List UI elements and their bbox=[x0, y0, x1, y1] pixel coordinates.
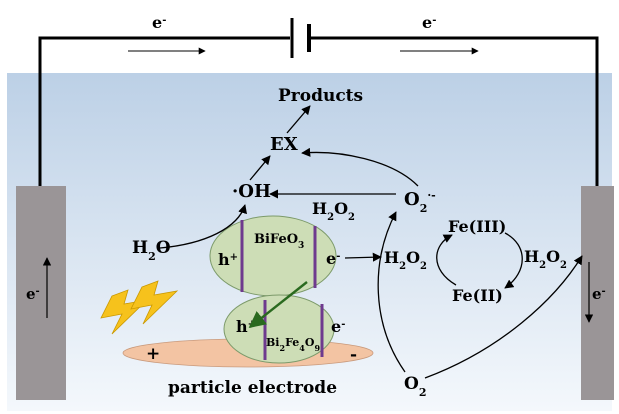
hydroxyl-radical: ·OH bbox=[232, 181, 271, 202]
h2o-to-oh-arrow bbox=[159, 204, 247, 249]
circuit-wire-right bbox=[311, 36, 599, 186]
bifeo3-label: BiFeO3 bbox=[254, 232, 304, 251]
circuit-electron-left: e- bbox=[152, 13, 166, 32]
o2-to-electrode-arrow bbox=[424, 255, 583, 379]
fe3-label: Fe(III) bbox=[448, 217, 506, 236]
electron-transfer-arrow bbox=[248, 281, 308, 329]
right-electrode bbox=[581, 186, 614, 400]
h2o2-right: H2O2 bbox=[524, 247, 567, 271]
lightning-bolt-icon bbox=[100, 289, 149, 335]
oh-to-ex-arrow bbox=[249, 155, 271, 181]
particle-plus: + bbox=[146, 344, 160, 364]
particle-minus: - bbox=[350, 345, 357, 365]
products-label: Products bbox=[278, 86, 363, 106]
fe2-to-fe3-arrow bbox=[436, 234, 457, 286]
fe2-label: Fe(II) bbox=[452, 286, 503, 305]
ex-to-products-arrow bbox=[286, 105, 311, 134]
left-electrode bbox=[16, 186, 66, 400]
lightning-bolt-icon bbox=[130, 280, 179, 325]
h2o2-top: H2O2 bbox=[312, 199, 355, 223]
superoxide-to-ex-arrow bbox=[301, 147, 419, 187]
ex-label: EX bbox=[270, 134, 298, 155]
fe3-to-fe2-arrow bbox=[504, 232, 523, 289]
circuit-wire-left bbox=[38, 36, 290, 186]
circuit-electron-right: e- bbox=[422, 13, 436, 32]
o2-to-superoxide-arrow bbox=[377, 211, 406, 373]
h2o2-middle: H2O2 bbox=[384, 248, 427, 272]
electron-to-h2o2-arrow bbox=[344, 252, 382, 262]
particle-electrode-label: particle electrode bbox=[168, 378, 337, 398]
